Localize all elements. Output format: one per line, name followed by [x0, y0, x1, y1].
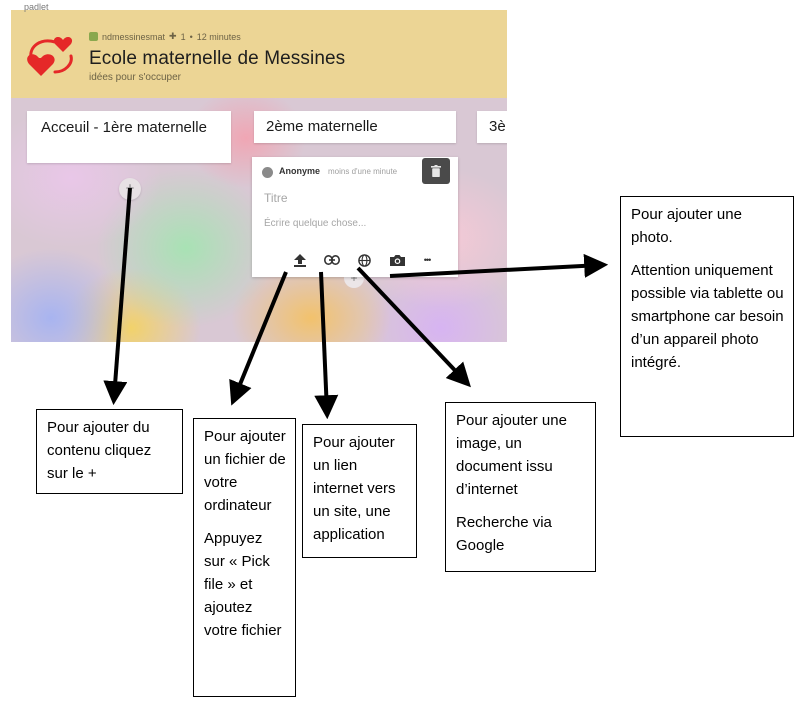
- annotation-text: Attention uniquement possible via tablet…: [631, 262, 784, 371]
- add-link-button[interactable]: [323, 251, 341, 269]
- post-time: moins d'une minute: [328, 167, 398, 176]
- post-author: Anonyme: [279, 166, 321, 176]
- upload-icon: [294, 253, 306, 267]
- meta-user: ndmessinesmat: [102, 31, 166, 42]
- annotation-text: Pour ajouter une photo.: [631, 206, 742, 246]
- post-title-input[interactable]: Titre: [264, 191, 288, 205]
- annotation-text: Pour ajouter une image, un document issu…: [456, 412, 567, 498]
- separator-dot-icon: •: [189, 31, 193, 42]
- post-body-input[interactable]: Écrire quelque chose...: [264, 218, 367, 229]
- annotation-add-content: Pour ajouter du contenu cliquez sur le +: [36, 409, 183, 494]
- annotation-web-image: Pour ajouter une image, un document issu…: [445, 402, 596, 572]
- annotation-text: Pour ajouter du contenu cliquez sur le +: [47, 419, 152, 482]
- annotation-upload-file: Pour ajouter un fichier de votre ordinat…: [193, 418, 296, 697]
- add-post-button[interactable]: +: [119, 178, 141, 200]
- like-icon: ✚: [169, 31, 177, 41]
- annotation-add-link: Pour ajouter un lien internet vers un si…: [302, 424, 417, 558]
- annotation-text: Recherche via Google: [456, 514, 552, 554]
- take-photo-button[interactable]: [388, 251, 406, 269]
- padlet-screenshot: ndmessinesmat ✚ 1 • 12 minutes Ecole mat…: [11, 10, 507, 342]
- more-options-icon[interactable]: •••: [423, 255, 431, 265]
- column-header-3[interactable]: 3è: [477, 111, 507, 143]
- padlet-brand: padlet: [24, 2, 49, 12]
- column-header-1[interactable]: Acceuil - 1ère maternelle: [27, 111, 231, 163]
- annotation-text: Pour ajouter un lien internet vers un si…: [313, 434, 396, 543]
- annotation-text: Appuyez sur « Pick file » et ajoutez vot…: [204, 530, 282, 639]
- annotation-take-photo: Pour ajouter une photo. Attention unique…: [620, 196, 794, 437]
- meta-likes: 1: [180, 31, 186, 42]
- upload-file-button[interactable]: [291, 251, 309, 269]
- delete-post-button[interactable]: [422, 158, 450, 184]
- link-icon: [324, 255, 340, 265]
- new-post-card: Anonyme moins d'une minute Titre Écrire …: [252, 157, 458, 277]
- page-subtitle: idées pour s'occuper: [89, 72, 181, 83]
- author-avatar-icon: [262, 167, 273, 178]
- trash-icon: [431, 165, 441, 177]
- padlet-header: ndmessinesmat ✚ 1 • 12 minutes Ecole mat…: [11, 10, 507, 98]
- user-avatar-icon: [89, 32, 98, 41]
- post-meta: ndmessinesmat ✚ 1 • 12 minutes: [89, 31, 241, 42]
- column-header-2[interactable]: 2ème maternelle: [254, 111, 456, 143]
- hearts-logo-icon: [27, 37, 73, 76]
- search-web-button[interactable]: [355, 251, 373, 269]
- annotation-text: Pour ajouter un fichier de votre ordinat…: [204, 428, 286, 514]
- page-title: Ecole maternelle de Messines: [89, 48, 346, 69]
- camera-icon: [389, 255, 405, 266]
- globe-icon: [357, 253, 371, 267]
- meta-time: 12 minutes: [196, 31, 241, 42]
